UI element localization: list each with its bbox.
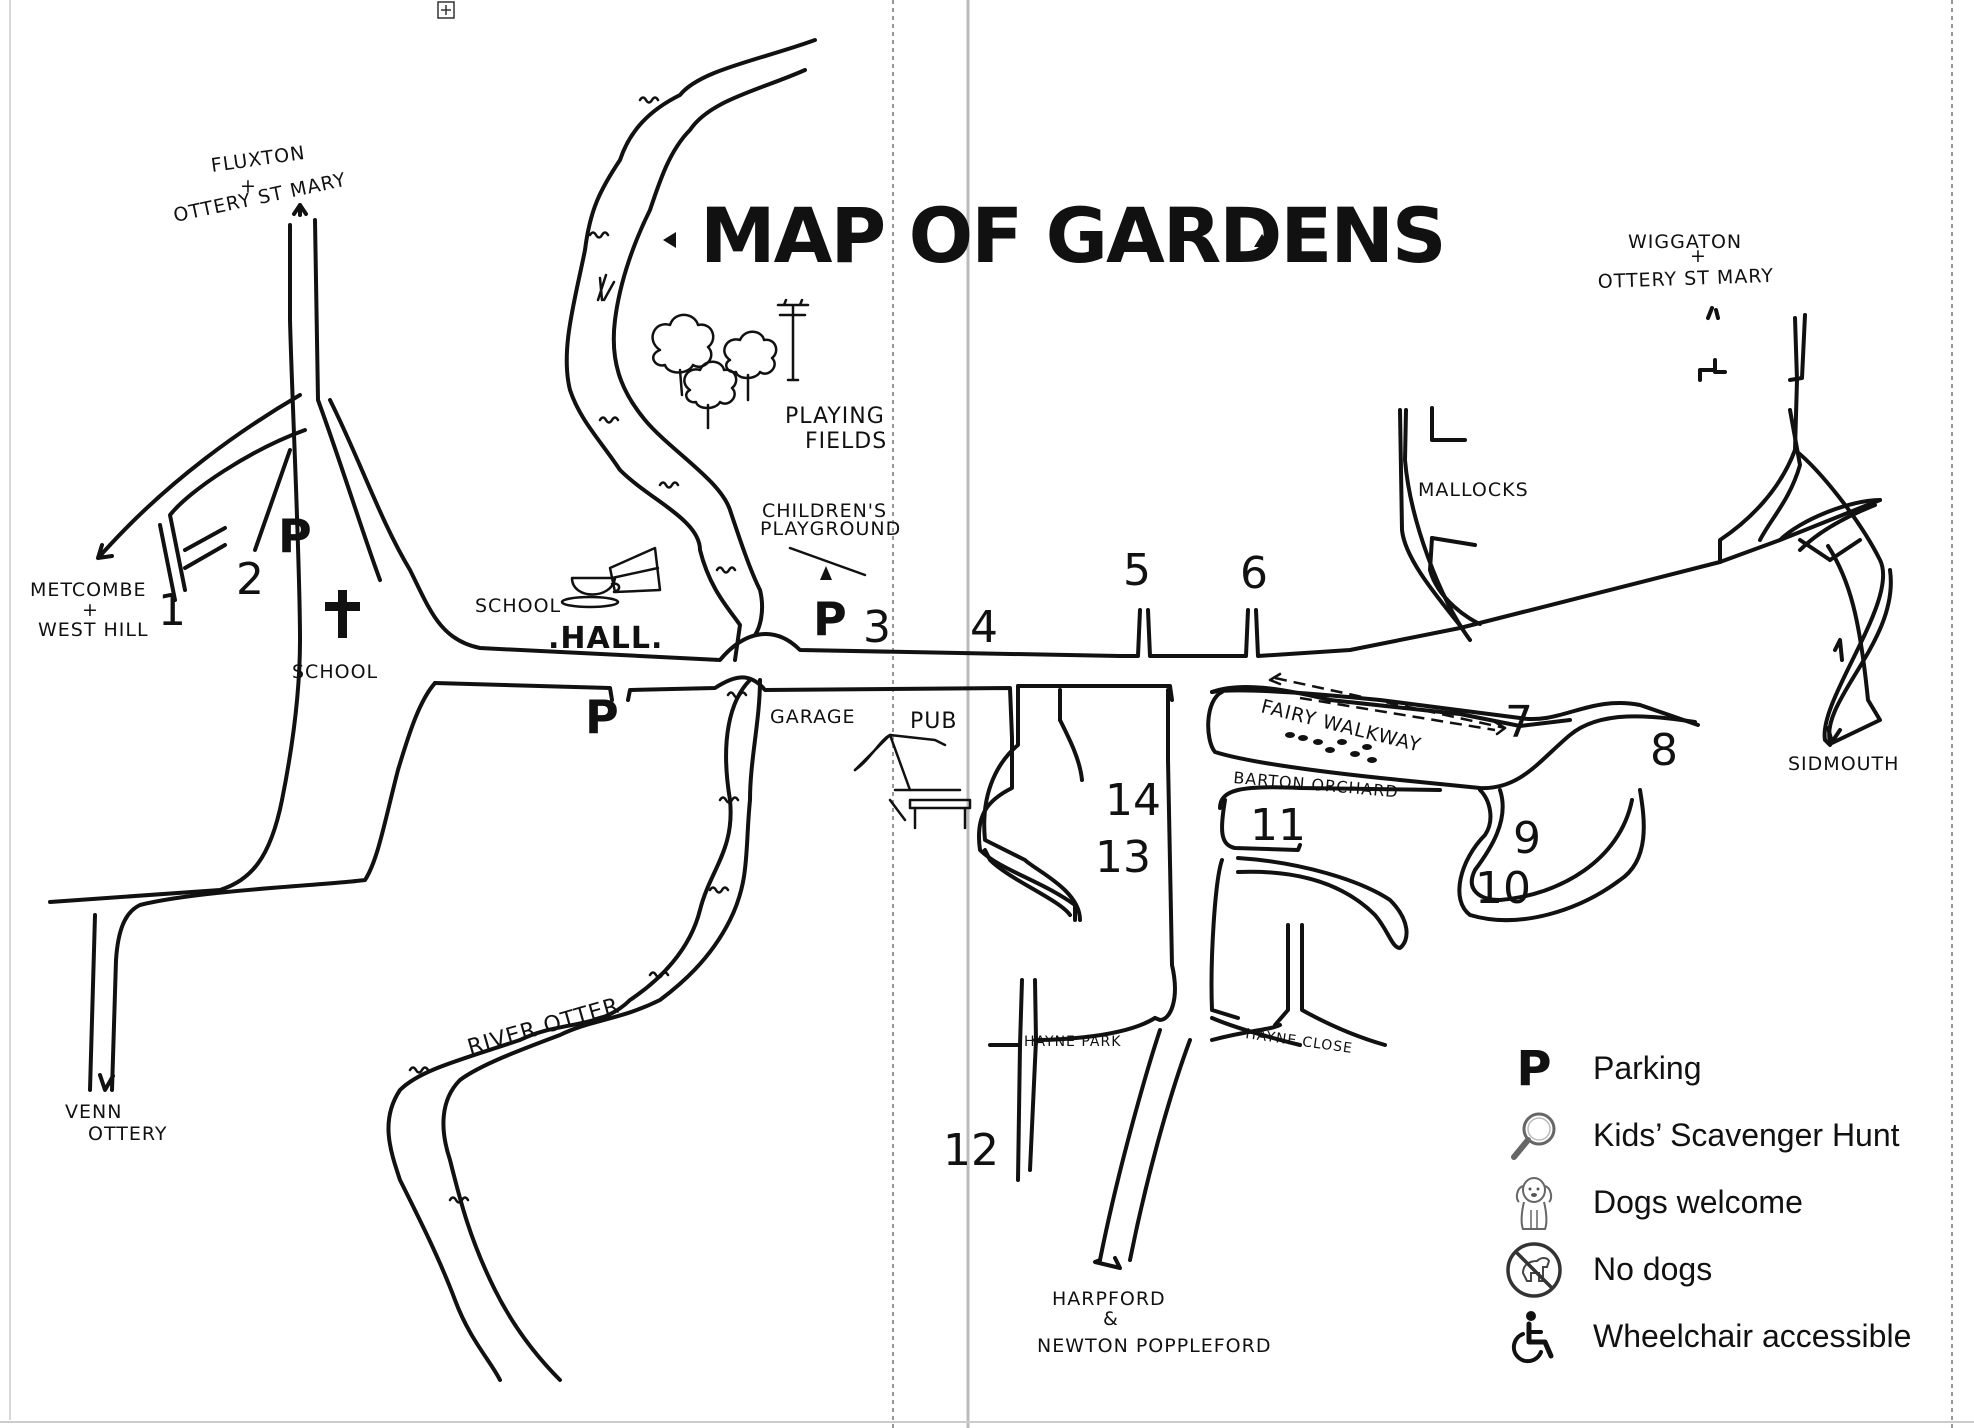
garden-10: 10	[1475, 863, 1531, 914]
church-cross-icon	[325, 590, 360, 638]
label-river-otter: RIVER OTTER	[465, 993, 623, 1060]
seesaw-icon	[788, 546, 867, 580]
label-west-hill: WEST HILL	[38, 619, 149, 641]
garden-6: 6	[1240, 548, 1268, 599]
legend-label-scavenger: Kids’ Scavenger Hunt	[1593, 1117, 1900, 1153]
parking-mark-1: P	[278, 509, 312, 563]
label-hayne-park: HAYNE PARK	[1024, 1034, 1121, 1050]
legend-row-scavenger: Kids’ Scavenger Hunt	[1505, 1102, 1965, 1169]
legend-row-parking: P Parking	[1505, 1035, 1965, 1102]
label-ottery-east: OTTERY ST MARY	[1597, 265, 1774, 293]
label-garage: GARAGE	[770, 706, 856, 728]
garden-14: 14	[1105, 775, 1161, 826]
legend-row-dogs: Dogs welcome	[1505, 1169, 1965, 1236]
label-school-hall-1: SCHOOL	[475, 595, 561, 617]
parking-mark-3: P	[585, 690, 619, 744]
garden-12: 12	[943, 1125, 999, 1176]
fairy-walkway-path	[1268, 672, 1507, 763]
label-fluxton-plus: +	[240, 175, 257, 197]
label-sidmouth: SIDMOUTH	[1788, 753, 1899, 775]
label-childrens: CHILDREN'S	[762, 500, 887, 522]
label-fields: FIELDS	[805, 429, 887, 454]
legend-row-wheelchair: Wheelchair accessible	[1505, 1303, 1965, 1370]
label-fluxton: FLUXTON	[210, 142, 307, 177]
legend-label-parking: Parking	[1593, 1050, 1702, 1086]
garden-13: 13	[1095, 832, 1151, 883]
label-hayne-close: HAYNE CLOSE	[1244, 1026, 1353, 1057]
trees-icon	[651, 298, 810, 430]
label-metcombe: METCOMBE	[30, 579, 147, 601]
label-harpford: HARPFORD	[1052, 1288, 1166, 1310]
garden-3: 3	[863, 602, 891, 653]
garden-11: 11	[1250, 800, 1306, 851]
no-dogs-icon	[1505, 1241, 1563, 1299]
roads	[48, 203, 1893, 1270]
label-wiggaton: WIGGATON	[1628, 231, 1742, 253]
label-playground: PLAYGROUND	[760, 518, 901, 540]
label-ottery-venn: OTTERY	[88, 1123, 167, 1145]
label-playing: PLAYING	[785, 404, 885, 429]
garden-9: 9	[1513, 813, 1541, 864]
river-otter	[386, 38, 817, 1382]
label-venn: VENN	[65, 1101, 122, 1123]
dog-icon	[1505, 1174, 1563, 1232]
wheelchair-icon	[1505, 1308, 1563, 1366]
parking-mark-2: P	[813, 592, 847, 646]
legend-row-no-dogs: No dogs	[1505, 1236, 1965, 1303]
garden-2: 2	[236, 554, 264, 605]
map-title: MAP OF GARDENS	[700, 191, 1445, 280]
parking-icon: P	[1516, 1040, 1552, 1097]
label-mallocks: MALLOCKS	[1418, 479, 1529, 501]
label-newton: NEWTON POPPLEFORD	[1037, 1335, 1271, 1357]
legend-label-wheelchair: Wheelchair accessible	[1593, 1318, 1912, 1354]
magnifier-icon	[1505, 1107, 1563, 1165]
garden-8: 8	[1650, 725, 1678, 776]
legend-label-no-dogs: No dogs	[1593, 1251, 1713, 1287]
label-wiggaton-plus: +	[1690, 245, 1707, 267]
garden-7: 7	[1505, 697, 1533, 748]
garden-5: 5	[1123, 545, 1151, 596]
parking-marks: P P P	[278, 509, 847, 744]
map-title-group: MAP OF GARDENS	[663, 191, 1447, 280]
label-barton-orchard: BARTON ORCHARD	[1233, 768, 1400, 801]
legend-label-dogs: Dogs welcome	[1593, 1184, 1803, 1220]
label-school-hall-2: .HALL.	[548, 621, 663, 656]
garden-1: 1	[158, 585, 186, 636]
garden-numbers: 1 2 3 4 5 6 7 8 9 10 11 12 13 14	[158, 545, 1678, 1176]
pub-table-icon	[853, 733, 972, 830]
label-harpford-amp: &	[1103, 1308, 1119, 1330]
label-pub: PUB	[910, 709, 957, 734]
garden-4: 4	[970, 602, 998, 653]
label-ottery-north: OTTERY ST MARY	[171, 169, 348, 227]
tea-cake-icon	[560, 546, 662, 609]
label-school: SCHOOL	[292, 661, 378, 683]
map-legend: P Parking Kids’ Scavenger Hunt Do	[1505, 1035, 1965, 1370]
label-metcombe-plus: +	[82, 599, 99, 621]
